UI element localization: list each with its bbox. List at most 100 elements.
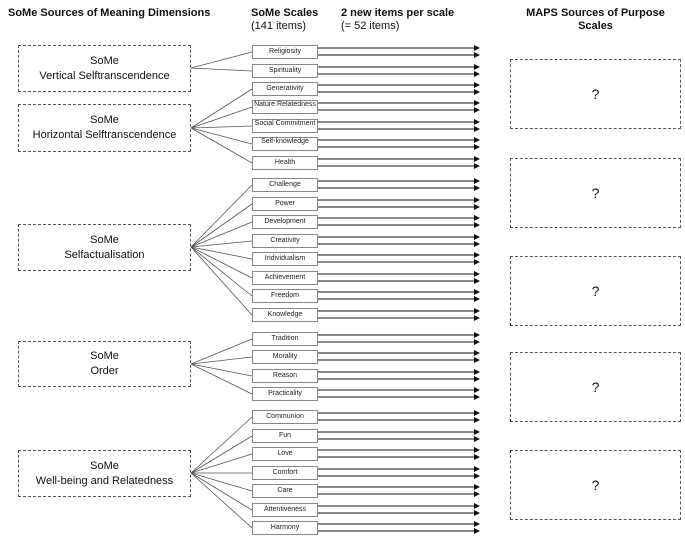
maps-header-line1: MAPS Sources of Purpose	[526, 7, 665, 19]
dimension-label-line1: SoMe	[90, 54, 119, 67]
new-item-arrow-head	[474, 234, 480, 240]
dimension-to-scale-connector	[190, 127, 253, 145]
maps-box-5: ?	[510, 450, 681, 520]
dimension-box-well-being-relatedness: SoMe Well-being and Relatedness	[18, 450, 191, 497]
new-item-arrow-head	[474, 126, 480, 132]
dimension-label-line2: Vertical Selftranscendence	[39, 69, 170, 82]
scale-box-harmony: Harmony	[252, 521, 318, 535]
new-item-arrow-head	[474, 376, 480, 382]
new-item-arrow-head	[474, 491, 480, 497]
dimension-box-horizontal-selftranscendence: SoMe Horizontal Selftranscendence	[18, 104, 191, 152]
dimension-to-scale-connector	[190, 435, 253, 474]
new-item-arrow-head	[474, 410, 480, 416]
new-items-header: 2 new items per scale (= 52 items)	[341, 7, 454, 33]
dimensions-header: SoMe Sources of Meaning Dimensions	[8, 7, 210, 20]
dimension-to-scale-connector	[190, 106, 253, 129]
new-item-arrow-head	[474, 144, 480, 150]
dimension-to-scale-connector	[190, 472, 253, 529]
new-item-arrow-head	[474, 315, 480, 321]
new-item-arrow-head	[474, 417, 480, 423]
dimension-to-scale-connector	[190, 246, 253, 260]
new-item-arrow-head	[474, 52, 480, 58]
new-item-arrow-head	[474, 394, 480, 400]
new-item-arrow-head	[474, 296, 480, 302]
scale-box-creativity: Creativity	[252, 234, 318, 248]
dimension-to-scale-connector	[190, 203, 253, 248]
scale-box-religiosity: Religiosity	[252, 45, 318, 59]
new-item-arrow-head	[474, 429, 480, 435]
dimension-to-scale-connector	[190, 472, 253, 492]
dimension-to-scale-connector	[190, 67, 253, 72]
scale-box-fun: Fun	[252, 429, 318, 443]
new-item-arrow-head	[474, 503, 480, 509]
scale-box-individualism: Individualism	[252, 252, 318, 266]
scale-box-power: Power	[252, 197, 318, 211]
new-item-arrow-head	[474, 64, 480, 70]
scale-box-tradition: Tradition	[252, 332, 318, 346]
scale-box-spirituality: Spirituality	[252, 64, 318, 78]
dimension-label-line1: SoMe	[90, 114, 119, 126]
dimension-to-scale-connector	[190, 51, 253, 69]
dimension-label-line2: Order	[90, 365, 119, 377]
maps-box-1: ?	[510, 59, 681, 129]
dimension-to-scale-connector	[190, 338, 253, 365]
dimension-to-scale-connector	[190, 363, 253, 395]
scales-header-sub: (141 items)	[251, 20, 307, 32]
new-item-arrow-head	[474, 473, 480, 479]
scale-box-self-knowledge: Self-knowledge	[252, 137, 318, 151]
dimension-box-vertical-selftranscendence: SoMe Vertical Selftranscendence	[18, 45, 191, 92]
new-item-arrow-head	[474, 454, 480, 460]
new-item-arrow-head	[474, 241, 480, 247]
dimension-label-line1: SoMe	[90, 233, 119, 246]
dimension-label-line1: SoMe	[90, 459, 119, 472]
new-item-arrow-head	[474, 100, 480, 106]
new-item-arrow-head	[474, 436, 480, 442]
dimension-label-line1: SoMe	[90, 350, 119, 362]
new-item-arrow-head	[474, 289, 480, 295]
new-item-arrow-head	[474, 197, 480, 203]
maps-box-3: ?	[510, 256, 681, 326]
new-item-arrow-head	[474, 137, 480, 143]
new-item-arrow-head	[474, 222, 480, 228]
new-item-arrow-head	[474, 178, 480, 184]
new-item-arrow-head	[474, 528, 480, 534]
scale-box-practicality: Practicality	[252, 387, 318, 401]
new-item-arrow-head	[474, 332, 480, 338]
dimension-label-line2: Well-being and Relatedness	[35, 474, 174, 487]
scale-box-comfort: Comfort	[252, 466, 318, 480]
new-item-arrow-head	[474, 484, 480, 490]
new-item-arrow-head	[474, 447, 480, 453]
new-item-arrow-head	[474, 339, 480, 345]
scales-header: SoMe Scales (141 items)	[251, 7, 318, 33]
scales-header-title: SoMe Scales	[251, 7, 319, 19]
scale-box-development: Development	[252, 215, 318, 229]
scale-box-care: Care	[252, 484, 318, 498]
maps-box-4: ?	[510, 352, 681, 422]
new-item-arrow-head	[474, 119, 480, 125]
new-item-arrow-head	[474, 357, 480, 363]
scale-box-attentiveness: Attentiveness	[252, 503, 318, 517]
maps-header: MAPS Sources of Purpose Scales	[510, 7, 681, 33]
new-item-arrow-head	[474, 45, 480, 51]
dimension-to-scale-connector	[190, 246, 253, 279]
dimension-label-line2: Horizontal Selftranscendence	[32, 129, 177, 141]
dimension-to-scale-connector	[190, 246, 253, 297]
dimensions-header-text: SoMe Sources of Meaning Dimensions	[8, 7, 211, 19]
new-item-arrow-head	[474, 369, 480, 375]
new-item-arrow-head	[474, 82, 480, 88]
dimension-box-selfactualisation: SoMe Selfactualisation	[18, 224, 191, 271]
dimension-to-scale-connector	[190, 363, 253, 377]
new-item-arrow-head	[474, 156, 480, 162]
new-item-arrow-head	[474, 259, 480, 265]
new-item-arrow-head	[474, 185, 480, 191]
dimension-to-scale-connector	[190, 221, 253, 248]
new-item-arrow-head	[474, 252, 480, 258]
dimension-to-scale-connector	[190, 127, 253, 164]
scale-box-health: Health	[252, 156, 318, 170]
dimension-to-scale-connector	[190, 246, 253, 316]
new-items-header-sub: (= 52 items)	[341, 20, 400, 32]
scale-box-knowledge: Knowledge	[252, 308, 318, 322]
scale-box-love: Love	[252, 447, 318, 461]
